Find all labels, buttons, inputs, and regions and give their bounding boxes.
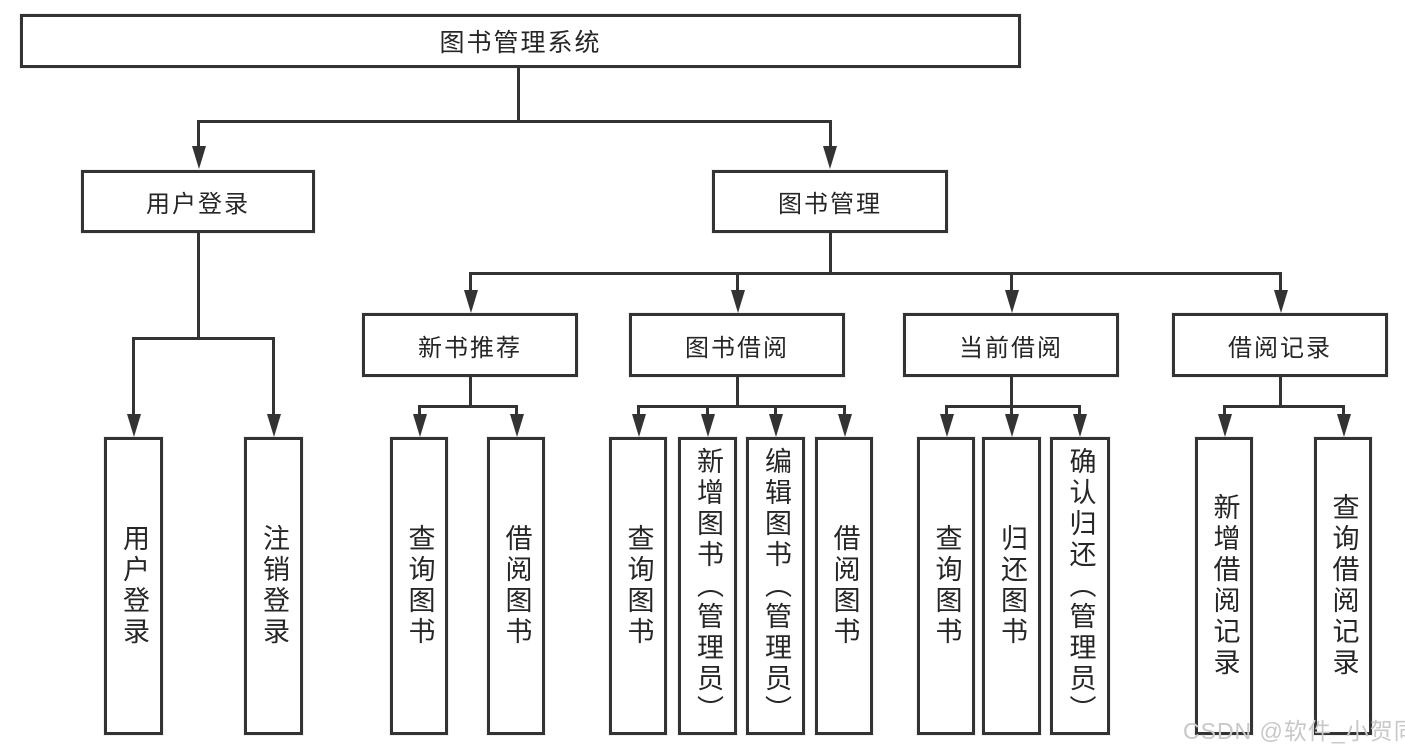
- leaf-br-query-record-label: 查询借阅记录: [1328, 493, 1359, 679]
- connector-drop: [418, 405, 421, 415]
- arrowhead-icon: [1274, 290, 1288, 313]
- leaf-rec-borrow-books-label: 借阅图书: [501, 524, 532, 648]
- leaf-cb-return-books: 归还图书: [982, 437, 1041, 735]
- connector-drop-current-borrow: [1010, 272, 1013, 291]
- leaf-rec-borrow-books: 借阅图书: [487, 437, 545, 735]
- connector-drop: [706, 405, 709, 415]
- node-root-label: 图书管理系统: [439, 29, 602, 57]
- arrowhead-icon: [1073, 414, 1087, 437]
- arrowhead-icon: [1218, 414, 1232, 437]
- leaf-br-query-record: 查询借阅记录: [1314, 437, 1372, 735]
- connector-drop: [1342, 405, 1345, 415]
- connector-book-management-stem: [829, 233, 832, 272]
- connector-drop: [1010, 405, 1013, 415]
- leaf-bb-borrow-books: 借阅图书: [815, 437, 873, 735]
- leaf-br-add-record: 新增借阅记录: [1195, 437, 1253, 735]
- connector-drop: [1078, 405, 1081, 415]
- leaf-bb-add-books-admin: 新增图书（管理员）: [678, 437, 737, 735]
- arrowhead-icon: [267, 414, 281, 437]
- leaf-cb-return-books-label: 归还图书: [997, 524, 1027, 648]
- leaf-rec-query-books-label: 查询图书: [404, 524, 435, 648]
- connector-book-borrow-stem: [736, 377, 739, 405]
- arrowhead-icon: [823, 146, 837, 169]
- arrowhead-icon: [940, 414, 954, 437]
- node-borrow-records: 借阅记录: [1172, 313, 1388, 377]
- node-book-borrow-label: 图书借阅: [685, 334, 789, 362]
- connector-current-borrow-stem: [1010, 377, 1013, 405]
- connector-drop-user-login: [197, 120, 200, 147]
- arrowhead-icon: [701, 414, 715, 437]
- arrowhead-icon: [413, 414, 427, 437]
- leaf-bb-edit-books-admin-label: 编辑图书（管理员）: [761, 446, 791, 726]
- connector-borrow-records-bar: [1223, 405, 1345, 408]
- connector-user-login-stem: [197, 233, 200, 337]
- connector-new-book-stem: [469, 377, 472, 405]
- arrowhead-icon: [192, 146, 206, 169]
- leaf-bb-add-books-admin-label: 新增图书（管理员）: [693, 446, 723, 726]
- connector-level3-bar: [469, 272, 1282, 275]
- leaf-br-add-record-label: 新增借阅记录: [1209, 493, 1240, 679]
- arrowhead-icon: [769, 414, 783, 437]
- leaf-cb-query-books: 查询图书: [917, 437, 975, 735]
- connector-drop-leaf-logout: [272, 337, 275, 414]
- connector-drop: [945, 405, 948, 415]
- node-new-book-recommend: 新书推荐: [362, 313, 578, 377]
- csdn-watermark: CSDN @软件_小贺同学: [1183, 718, 1405, 744]
- leaf-rec-query-books: 查询图书: [390, 437, 448, 735]
- leaf-bb-query-books: 查询图书: [609, 437, 667, 735]
- node-user-login: 用户登录: [81, 170, 315, 233]
- connector-root-stem: [517, 68, 520, 120]
- leaf-cb-confirm-return-admin-label: 确认归还（管理员）: [1065, 446, 1096, 726]
- connector-book-borrow-bar: [637, 405, 846, 408]
- arrowhead-icon: [838, 414, 852, 437]
- leaf-bb-edit-books-admin: 编辑图书（管理员）: [746, 437, 805, 735]
- connector-borrow-records-stem: [1279, 377, 1282, 405]
- arrowhead-icon: [731, 290, 745, 313]
- connector-drop: [515, 405, 518, 415]
- connector-drop-book-management: [829, 120, 832, 147]
- arrowhead-icon: [1337, 414, 1351, 437]
- connector-drop-book-borrow: [736, 272, 739, 291]
- arrowhead-icon: [1005, 290, 1019, 313]
- arrowhead-icon: [127, 414, 141, 437]
- node-book-management: 图书管理: [712, 170, 948, 233]
- leaf-cb-query-books-label: 查询图书: [931, 524, 962, 648]
- node-root: 图书管理系统: [20, 14, 1021, 68]
- leaf-bb-query-books-label: 查询图书: [623, 524, 654, 648]
- leaf-bb-borrow-books-label: 借阅图书: [829, 524, 860, 648]
- node-borrow-records-label: 借阅记录: [1228, 334, 1332, 362]
- connector-drop: [843, 405, 846, 415]
- node-book-borrow: 图书借阅: [629, 313, 845, 377]
- connector-drop-leaf-login: [132, 337, 135, 414]
- leaf-logout-label: 注销登录: [259, 524, 289, 648]
- connector-drop: [774, 405, 777, 415]
- arrowhead-icon: [1005, 414, 1019, 437]
- arrowhead-icon: [464, 290, 478, 313]
- connector-drop: [1223, 405, 1226, 415]
- connector-level2-bar: [197, 120, 832, 123]
- arrowhead-icon: [510, 414, 524, 437]
- leaf-user-login: 用户登录: [104, 437, 163, 735]
- node-current-borrow: 当前借阅: [903, 313, 1119, 377]
- node-user-login-label: 用户登录: [146, 191, 250, 218]
- connector-drop-new-book: [469, 272, 472, 291]
- node-new-book-recommend-label: 新书推荐: [418, 334, 522, 362]
- connector-drop: [637, 405, 640, 415]
- connector-drop-borrow-records: [1279, 272, 1282, 291]
- node-book-management-label: 图书管理: [778, 191, 882, 218]
- connector-new-book-bar: [418, 405, 518, 408]
- leaf-cb-confirm-return-admin: 确认归还（管理员）: [1050, 437, 1110, 735]
- leaf-user-login-label: 用户登录: [119, 524, 149, 648]
- leaf-logout: 注销登录: [244, 437, 303, 735]
- node-current-borrow-label: 当前借阅: [959, 334, 1063, 362]
- connector-user-login-bar: [132, 337, 275, 340]
- arrowhead-icon: [632, 414, 646, 437]
